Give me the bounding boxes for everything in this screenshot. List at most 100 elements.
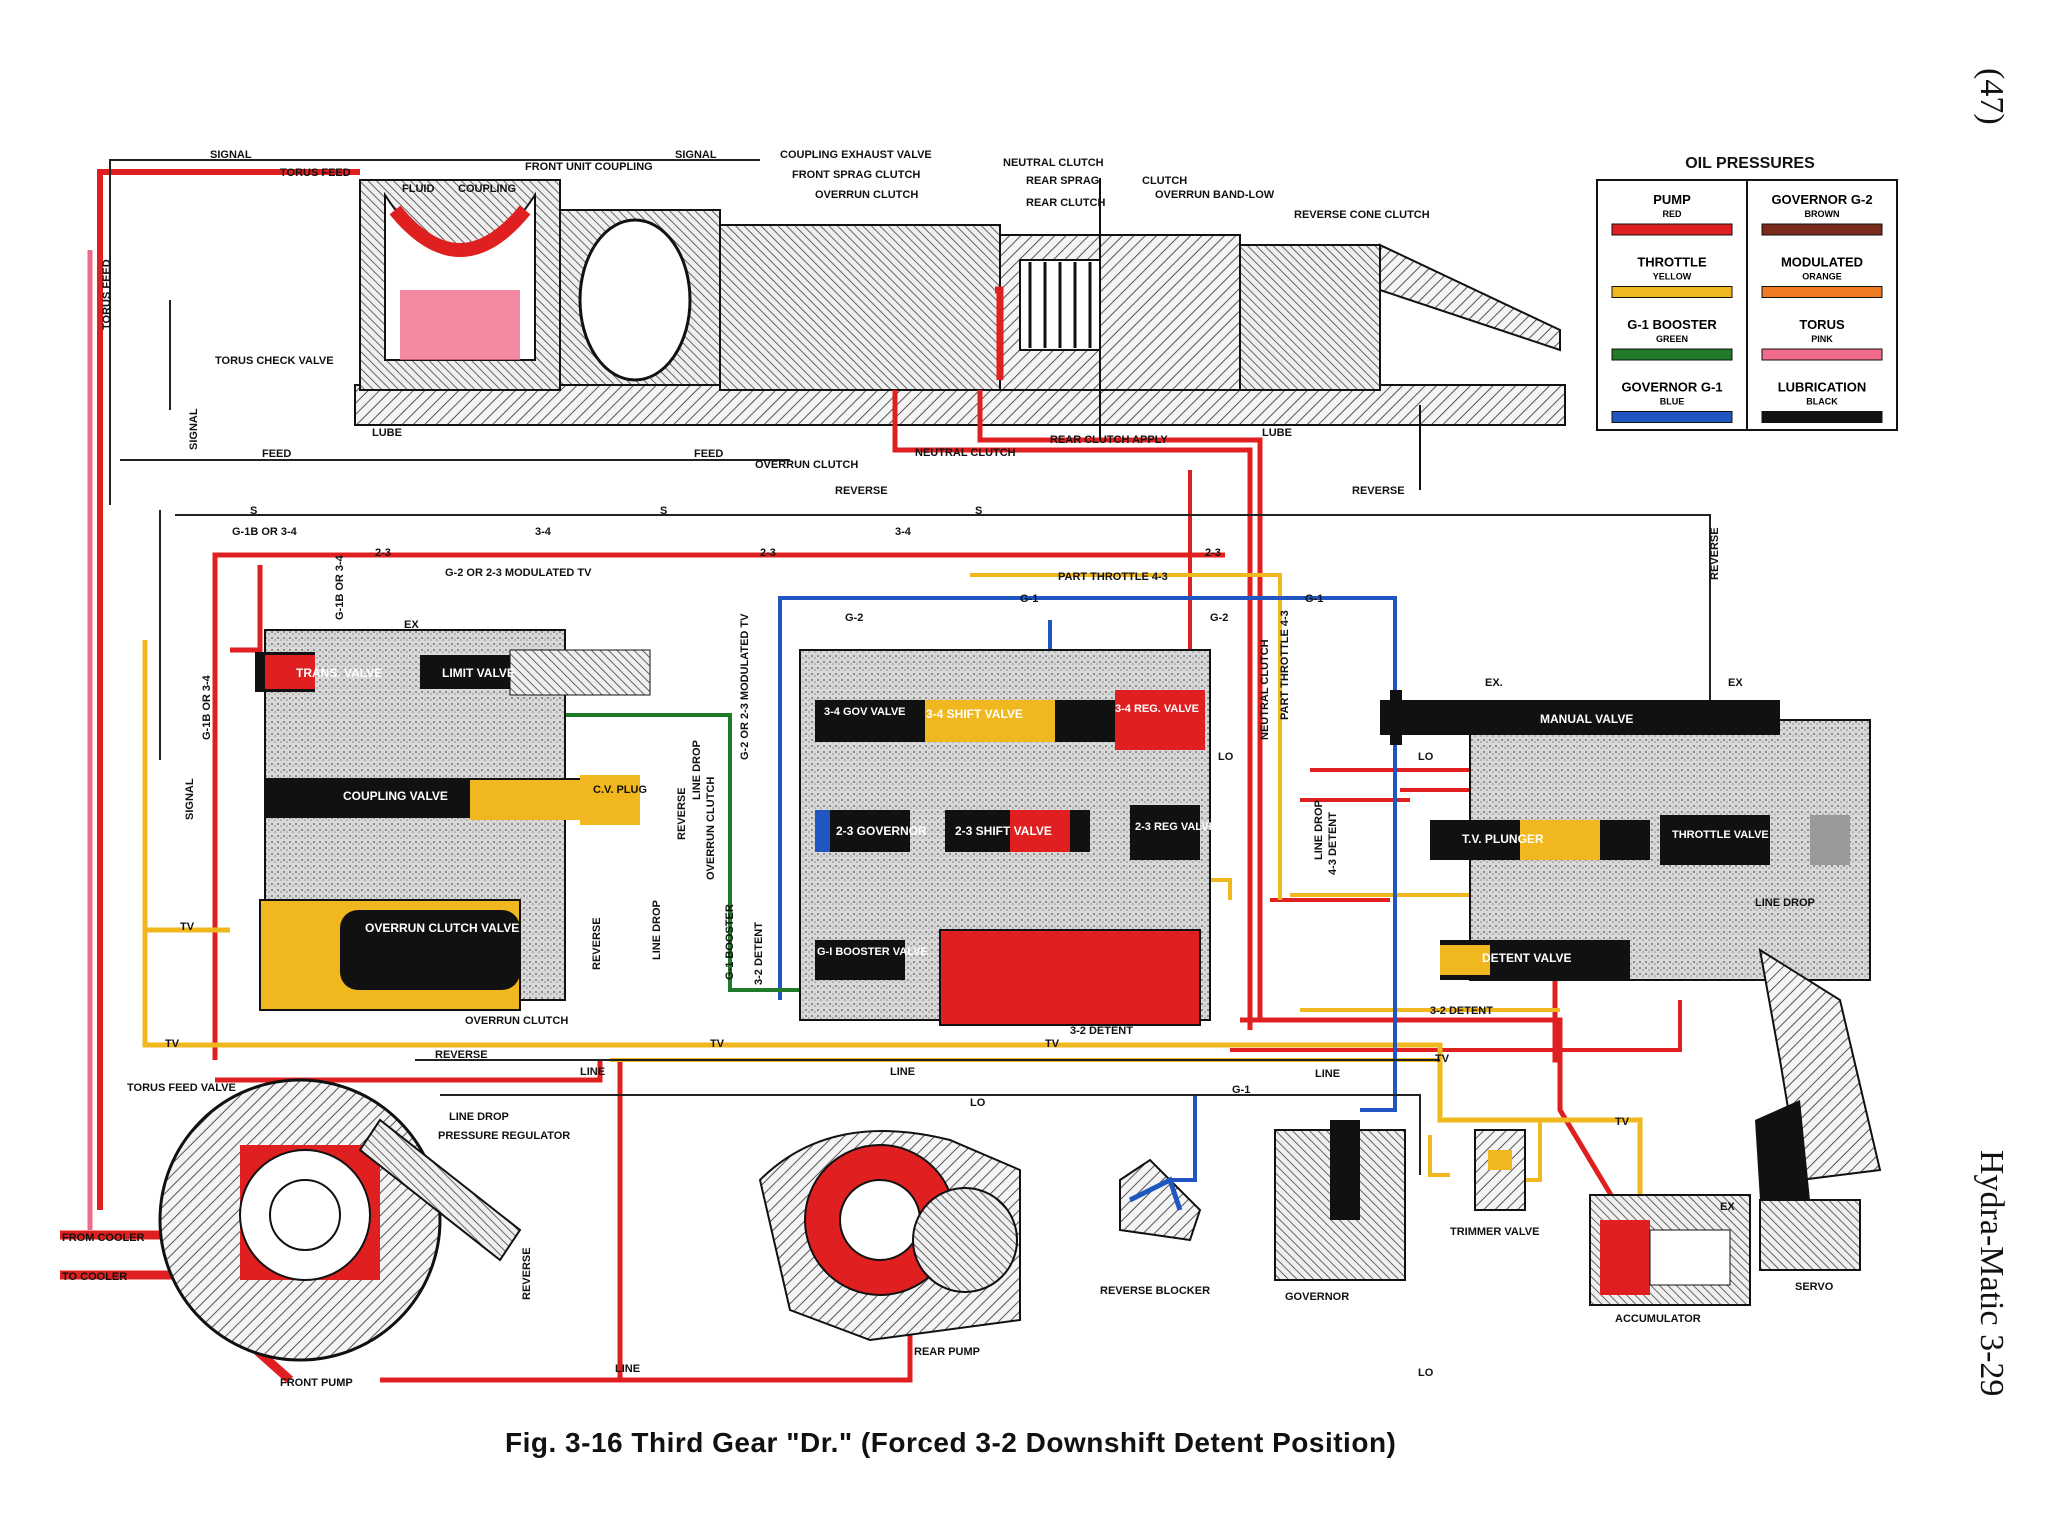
label-servo: SERVO [1795, 1281, 1834, 1293]
label-line-drop: LINE DROP [449, 1111, 509, 1123]
legend-color-swatch [1761, 348, 1883, 361]
label-neutral-clutch-vertical: NEUTRAL CLUTCH [1259, 639, 1271, 740]
legend-item-name: GOVERNOR G-2 [1771, 192, 1872, 207]
label-rear-sprag: REAR SPRAG [1026, 175, 1099, 187]
label-3-4-reg-valve: 3-4 REG. VALVE [1115, 703, 1199, 715]
label-reverse-lo-vertical: REVERSE [676, 787, 688, 840]
label-2-3-reg-valve: 2-3 REG VALVE [1135, 821, 1216, 833]
label-4-3-detent-vertical: 4-3 DETENT [1327, 812, 1339, 875]
label-tv: TV [165, 1038, 180, 1050]
label-manual-valve: MANUAL VALVE [1540, 712, 1633, 726]
legend-item-color-name: PINK [1811, 334, 1833, 344]
label-rear-clutch: REAR CLUTCH [1026, 197, 1105, 209]
front-pump [158, 1078, 522, 1362]
label-ex: EX [1720, 1201, 1735, 1213]
label-overrun-clutch: OVERRUN CLUTCH [465, 1015, 568, 1027]
label-3-4: 3-4 [895, 526, 912, 538]
legend-item-color-name: BLACK [1806, 397, 1838, 407]
label-lube: LUBE [1262, 427, 1292, 439]
label-s: S [250, 505, 257, 517]
label-g2-or-23-vertical: G-2 OR 2-3 MODULATED TV [739, 613, 751, 760]
label-to-cooler: TO COOLER [62, 1271, 127, 1283]
label-ex: EX. [1485, 677, 1503, 689]
label-part-throttle-4-3: PART THROTTLE 4-3 [1058, 571, 1168, 583]
label-tv: TV [1045, 1038, 1060, 1050]
label-torus-feed-valve: TORUS FEED VALVE [127, 1082, 236, 1094]
label-line: LINE [615, 1363, 640, 1375]
label-g2: G-2 [1210, 612, 1228, 624]
legend-color-swatch [1761, 411, 1883, 423]
valve-body-left [255, 629, 651, 1011]
label-accumulator: ACCUMULATOR [1615, 1313, 1701, 1325]
legend-item-color-name: ORANGE [1802, 272, 1842, 282]
label-3-4: 3-4 [535, 526, 552, 538]
legend-title: OIL PRESSURES [1685, 155, 1815, 172]
label-g1-booster-valve: G-I BOOSTER VALVE [817, 946, 928, 958]
label-ex: EX [1728, 677, 1743, 689]
legend-item-name: PUMP [1653, 192, 1691, 207]
label-throttle-valve: THROTTLE VALVE [1672, 829, 1769, 841]
label-rear-clutch-apply: REAR CLUTCH APPLY [1050, 434, 1168, 446]
legend-item-color-name: GREEN [1656, 334, 1688, 344]
label-torus-feed-vertical: TORUS FEED [101, 259, 113, 330]
page-number: (47) [1973, 68, 2010, 125]
accumulator-part [1589, 1194, 1751, 1306]
legend-color-swatch [1611, 286, 1733, 298]
valve-body-right [1380, 690, 1871, 981]
label-3-4-shift-valve: 3-4 SHIFT VALVE [926, 707, 1023, 721]
label-line: LINE [580, 1066, 605, 1078]
label-neutral-clutch: NEUTRAL CLUTCH [1003, 157, 1104, 169]
label-reverse-cone-clutch: REVERSE CONE CLUTCH [1294, 209, 1430, 221]
label-signal-vertical: SIGNAL [188, 408, 200, 450]
trimmer-valve-part [1474, 1129, 1526, 1211]
label-coupling-exhaust-valve: COUPLING EXHAUST VALVE [780, 149, 932, 161]
section-label: Hydra-Matic 3-29 [1973, 1150, 2010, 1397]
legend-item-name: G-1 BOOSTER [1627, 317, 1717, 332]
label-overrun-clutch: OVERRUN CLUTCH [815, 189, 918, 201]
label-g2: G-2 [845, 612, 863, 624]
figure-caption: Fig. 3-16 Third Gear "Dr." (Forced 3-2 D… [505, 1427, 1397, 1458]
label-coupling: COUPLING [458, 183, 516, 195]
label-limit-valve: LIMIT VALVE [442, 666, 515, 680]
legend-item-color-name: RED [1662, 209, 1682, 219]
label-2-3-governor: 2-3 GOVERNOR [836, 824, 927, 838]
legend-item-name: THROTTLE [1637, 255, 1707, 270]
label-3-2-detent-vertical: 3-2 DETENT [753, 922, 765, 985]
legend-color-swatch [1761, 286, 1883, 298]
legend-color-swatch [1611, 223, 1733, 236]
label-lo: LO [1418, 1367, 1434, 1379]
label-g1: G-1 [1232, 1084, 1250, 1096]
label-line: LINE [890, 1066, 915, 1078]
label-tv: TV [180, 921, 195, 933]
label-lo: LO [1418, 751, 1434, 763]
label-clutch: CLUTCH [1142, 175, 1187, 187]
legend-color-swatch [1611, 411, 1733, 423]
label-signal: SIGNAL [675, 149, 717, 161]
label-2-3-shift-valve: 2-3 SHIFT VALVE [955, 824, 1052, 838]
label-g1b-or-34: G-1B OR 3-4 [232, 526, 298, 538]
label-front-unit-coupling: FRONT UNIT COUPLING [525, 161, 653, 173]
label-2-3: 2-3 [760, 547, 776, 559]
label-line-drop: LINE DROP [1755, 897, 1815, 909]
label-line: LINE [1315, 1068, 1340, 1080]
label-g1: G-1 [1305, 593, 1323, 605]
label-g1b-or-34-vertical: G-1B OR 3-4 [201, 674, 213, 740]
label-g1b-or-34-vertical: G-1B OR 3-4 [334, 554, 346, 620]
label-tv: TV [1615, 1116, 1630, 1128]
legend-item-color-name: YELLOW [1653, 272, 1692, 282]
legend-item-name: GOVERNOR G-1 [1621, 380, 1722, 395]
label-tv: TV [1435, 1053, 1450, 1065]
label-front-pump: FRONT PUMP [280, 1377, 353, 1389]
label-fluid: FLUID [402, 183, 434, 195]
label-front-sprag-clutch: FRONT SPRAG CLUTCH [792, 169, 920, 181]
label-3-4-gov-valve: 3-4 GOV VALVE [824, 706, 906, 718]
label-ex: EX [404, 619, 419, 631]
label-g2-or-23-modulated-tv: G-2 OR 2-3 MODULATED TV [445, 567, 592, 579]
transmission-section [354, 179, 1566, 426]
label-g1: G-1 [1020, 593, 1038, 605]
label-coupling-valve: COUPLING VALVE [343, 789, 448, 803]
legend-item-name: TORUS [1799, 317, 1845, 332]
label-reverse: REVERSE [435, 1049, 488, 1061]
label-governor: GOVERNOR [1285, 1291, 1349, 1303]
